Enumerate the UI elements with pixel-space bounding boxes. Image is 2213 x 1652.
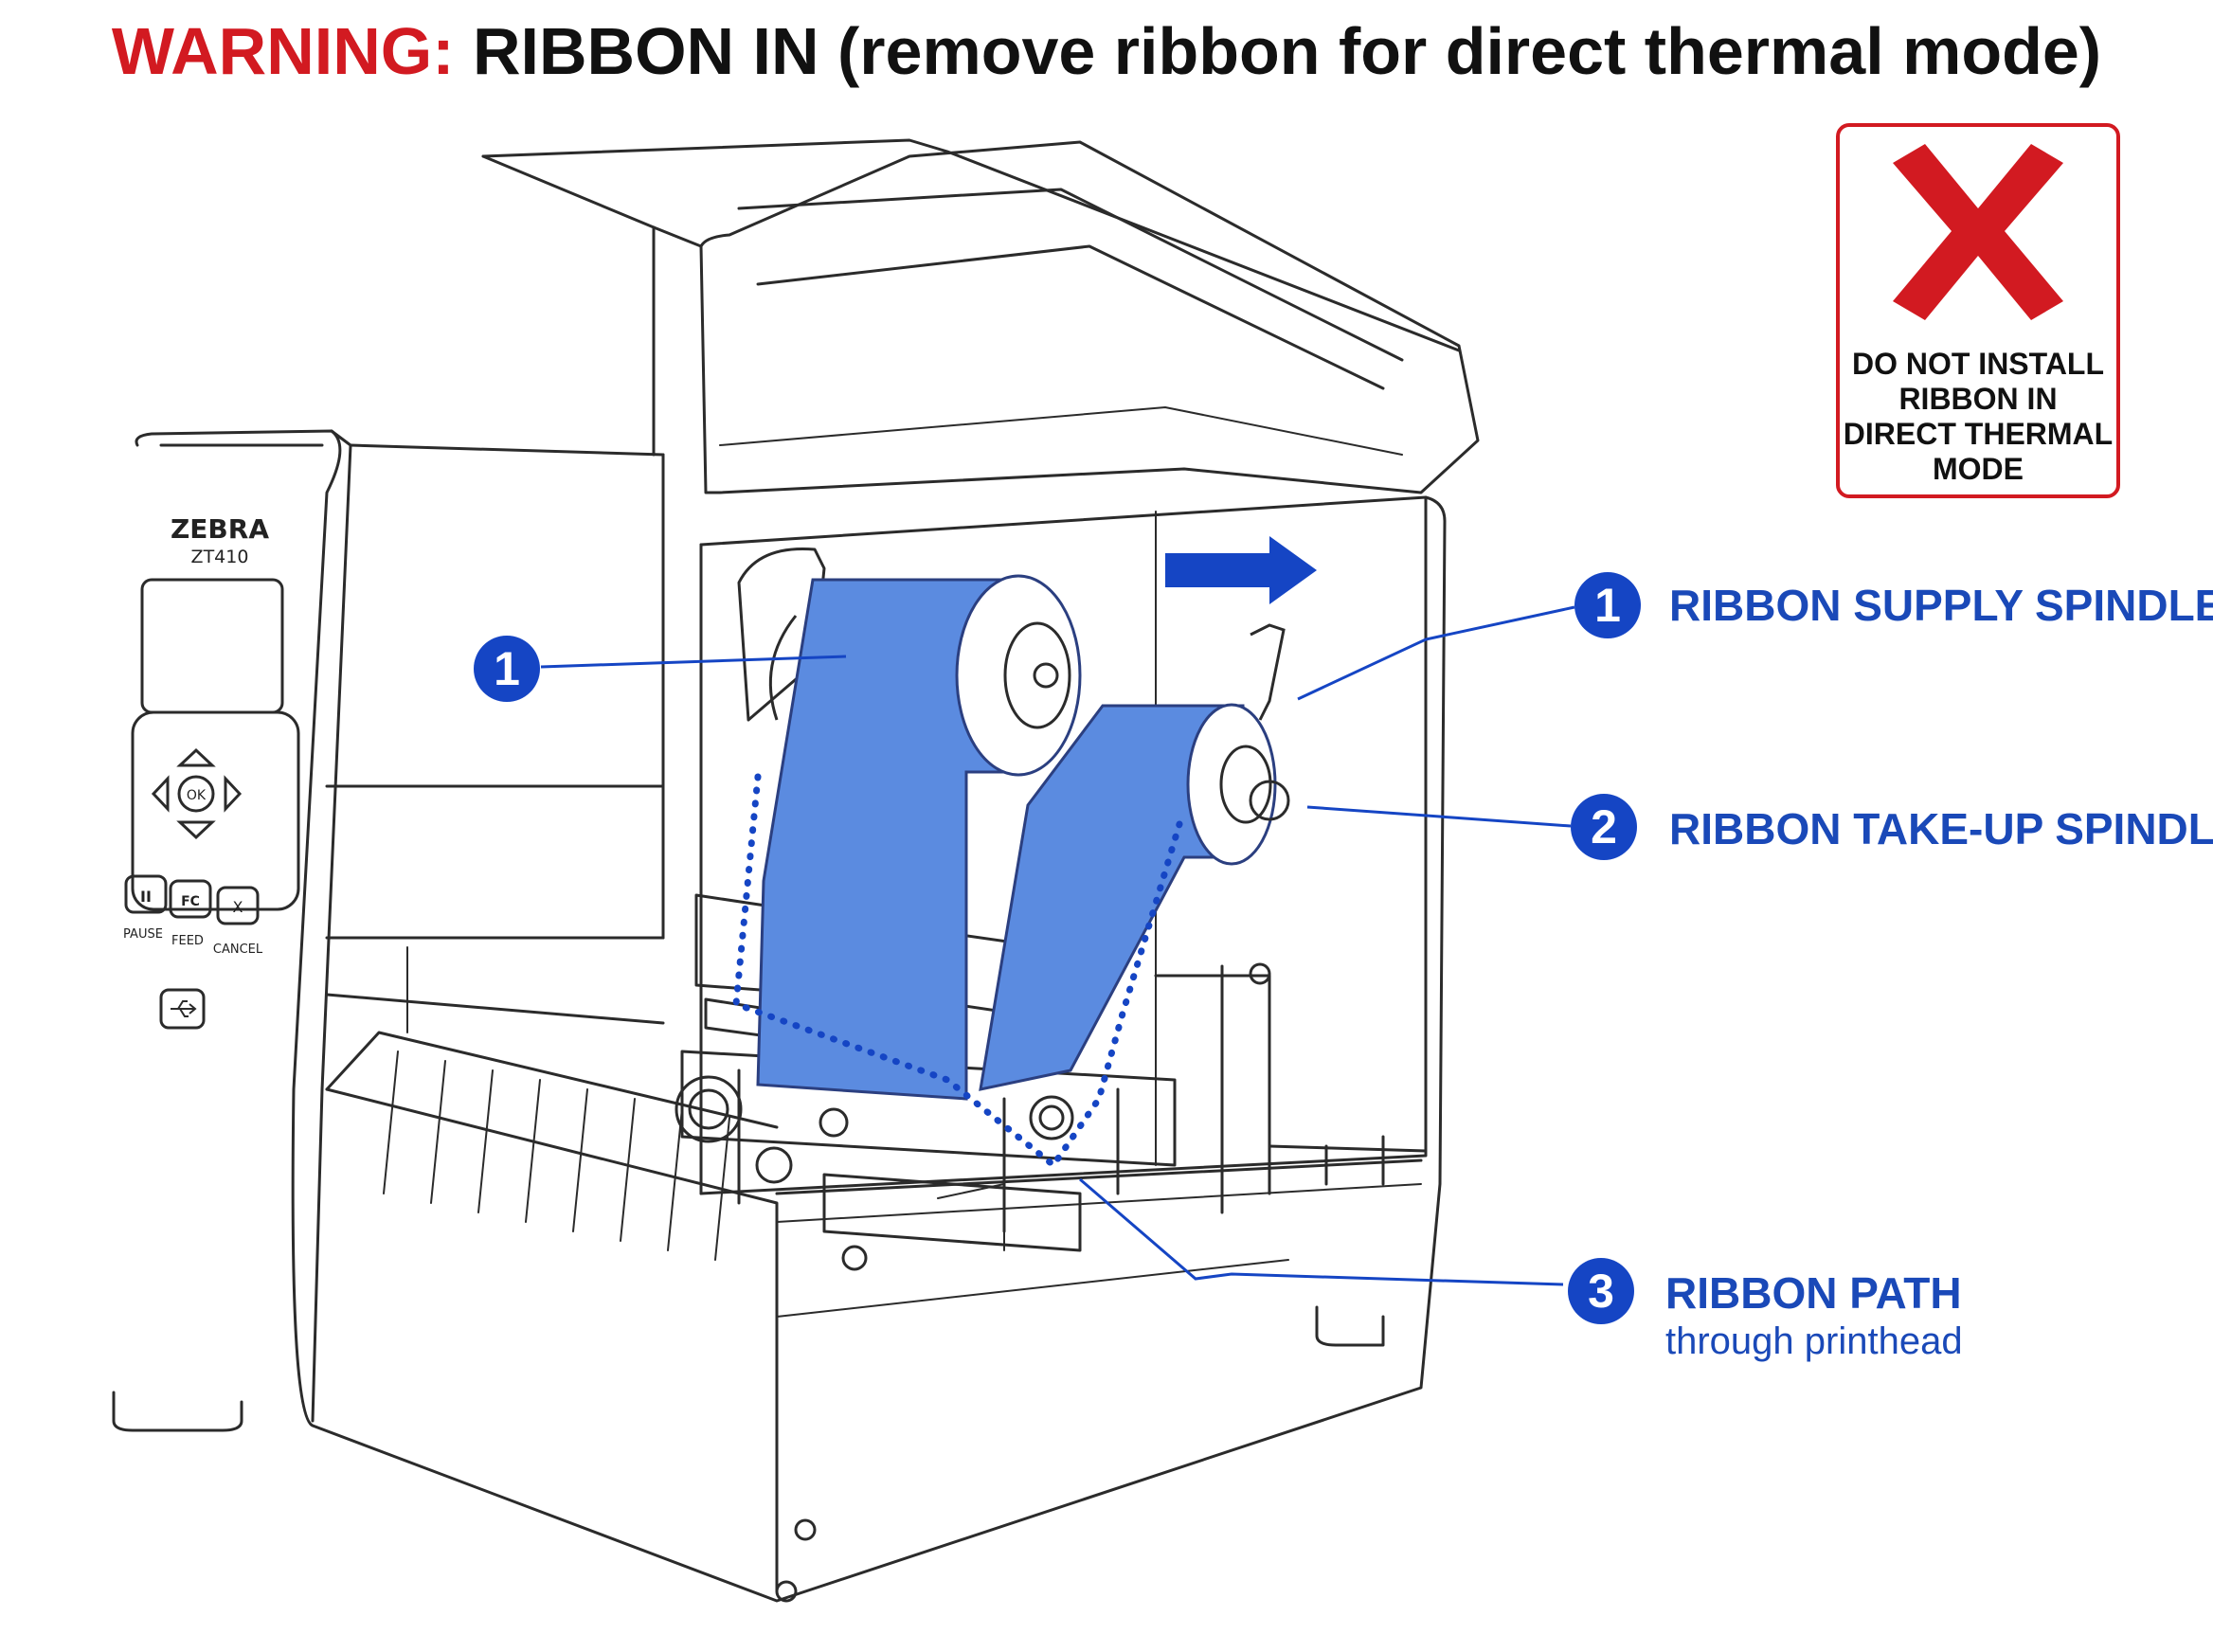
callout-takeup-spindle: RIBBON TAKE-UP SPINDLE — [1669, 804, 2213, 853]
printer-brand: ZEBRA — [171, 513, 269, 545]
warning-line-1: DO NOT INSTALL — [1851, 347, 2105, 381]
pause-symbol: II — [140, 888, 152, 906]
usb-port — [159, 988, 206, 1030]
lcd-display — [140, 578, 284, 714]
callout-ribbon-path-label: RIBBON PATH — [1665, 1268, 1962, 1318]
ok-button — [177, 775, 215, 813]
callout-supply-spindle: RIBBON SUPPLY SPINDLE — [1669, 581, 2213, 630]
ribbon-number-badge: 1 — [474, 636, 540, 702]
callout-badge-3: 3 — [1568, 1258, 1634, 1324]
warning-line-4: MODE — [1933, 452, 2024, 486]
warning-line-2: RIBBON IN — [1898, 382, 2058, 416]
callout-ribbon-path-sub: through printhead — [1665, 1320, 1963, 1362]
leader-line-2 — [1306, 805, 1572, 828]
page-title: WARNING: RIBBON IN (remove ribbon for di… — [0, 13, 2213, 89]
printer-lid — [699, 140, 1480, 494]
pause-label: PAUSE — [123, 927, 163, 942]
cancel-button — [216, 886, 260, 925]
feed-button — [169, 879, 212, 919]
cancel-label: CANCEL — [213, 943, 263, 957]
warning-box: DO NOT INSTALL RIBBON IN DIRECT THERMAL … — [1836, 123, 2120, 498]
printer-body — [135, 429, 1447, 1603]
ribbon — [756, 574, 1277, 1101]
right-arrow-icon — [224, 775, 243, 813]
leader-line-1 — [1297, 605, 1575, 701]
usb-icon — [171, 1000, 197, 1017]
printer-model: ZT410 — [191, 547, 249, 567]
warning-label: WARNING: — [111, 14, 455, 88]
feed-label: FEED — [171, 934, 204, 948]
title-text: RIBBON IN (remove ribbon for direct ther… — [472, 14, 2102, 88]
ribbon-path-dots — [732, 773, 1183, 1171]
up-arrow-icon — [176, 747, 216, 767]
red-x-icon — [1893, 144, 2063, 320]
callout-badge-2: 2 — [1571, 794, 1637, 860]
ok-label: OK — [187, 788, 207, 803]
down-arrow-icon — [176, 820, 216, 840]
leader-line-1-left — [540, 655, 847, 669]
fc-label: FC — [181, 894, 200, 909]
warning-line-3: DIRECT THERMAL — [1843, 417, 2114, 451]
leader-line-3 — [1079, 1177, 1564, 1286]
left-arrow-icon — [151, 775, 170, 813]
arrow-right-icon — [1165, 536, 1317, 604]
warning-box-text: DO NOT INSTALL RIBBON IN DIRECT THERMAL … — [1840, 347, 2116, 487]
callout-badge-1: 1 — [1574, 572, 1641, 638]
pause-button — [124, 874, 168, 914]
x-label: X — [233, 898, 243, 916]
control-panel — [124, 578, 300, 1030]
